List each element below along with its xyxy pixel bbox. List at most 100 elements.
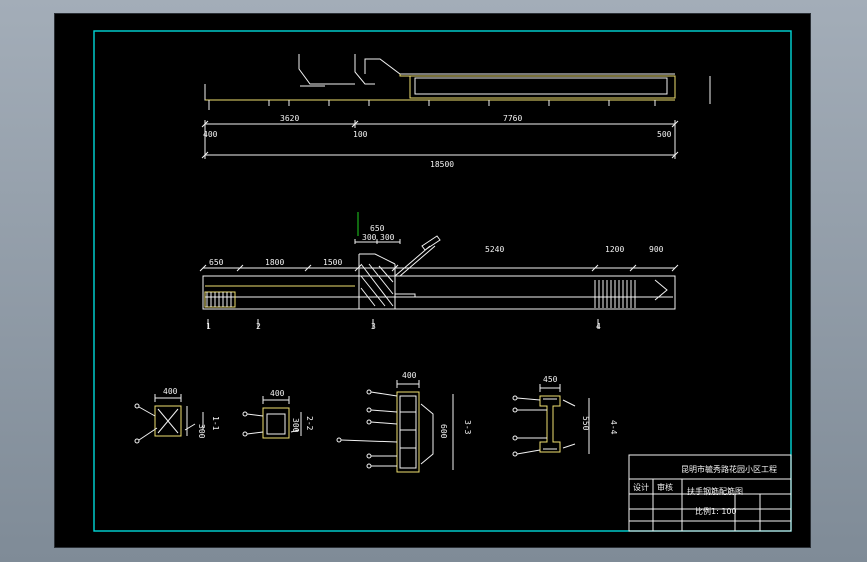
s3-ties bbox=[400, 411, 416, 449]
elev-dim-1800: 1800 bbox=[265, 258, 284, 267]
s4-bubble-4 bbox=[512, 451, 518, 457]
elev-dim-650b: 650 bbox=[370, 224, 385, 233]
s2-top-dim bbox=[262, 396, 290, 404]
tb-cols bbox=[652, 479, 761, 531]
s3-leaders bbox=[340, 391, 398, 467]
section-1-1 bbox=[134, 394, 204, 444]
s2-stirrup bbox=[266, 413, 286, 435]
elev-inclined bbox=[394, 245, 436, 277]
elev-cut-3: 3 bbox=[371, 322, 376, 331]
plan-mid-lines bbox=[300, 83, 355, 87]
title-block bbox=[628, 454, 792, 532]
tb-rows bbox=[629, 478, 791, 522]
elev-bar-end bbox=[421, 235, 441, 251]
s4-width: 450 bbox=[543, 375, 558, 384]
tb-design: 设计 bbox=[633, 482, 649, 492]
s1-top-dim bbox=[154, 394, 182, 402]
section-3-3 bbox=[336, 380, 454, 473]
elev-dim-650a: 650 bbox=[209, 258, 224, 267]
plan-dim-ext bbox=[204, 120, 676, 159]
elev-cut-1: 1 bbox=[206, 322, 211, 331]
s4-bubble-1 bbox=[512, 395, 518, 401]
elev-cut-marks bbox=[207, 319, 599, 329]
plan-mark-100: 100 bbox=[353, 130, 368, 139]
plan-hook-2 bbox=[354, 54, 375, 85]
plan-hook-1 bbox=[298, 54, 325, 85]
s3-bubble-6 bbox=[366, 463, 372, 469]
s3-bubble-3 bbox=[366, 419, 372, 425]
elev-right-stirrups bbox=[594, 280, 636, 308]
section-4-4 bbox=[512, 384, 590, 457]
tb-outline bbox=[628, 454, 792, 532]
elev-dim-1500: 1500 bbox=[323, 258, 342, 267]
s3-outline bbox=[396, 391, 420, 473]
plan-ticks bbox=[208, 100, 656, 110]
elev-left-block bbox=[204, 291, 236, 308]
s3-bubble-1 bbox=[366, 389, 372, 395]
s2-outline bbox=[262, 407, 290, 439]
s1-height: 300 bbox=[197, 424, 206, 439]
tb-scale: 比例1: 100 bbox=[695, 506, 737, 516]
elev-dim-1200: 1200 bbox=[605, 245, 624, 254]
s2-width: 400 bbox=[270, 389, 285, 398]
section-2-2 bbox=[242, 396, 302, 439]
plan-dim-ticks bbox=[201, 120, 679, 159]
plan-top-outline bbox=[364, 58, 675, 75]
elev-dim-900: 900 bbox=[649, 245, 664, 254]
s4-bars bbox=[543, 398, 557, 450]
s2-leaders bbox=[246, 413, 300, 435]
s4-bubble-2 bbox=[512, 407, 518, 413]
s2-mark: 2-2 bbox=[305, 416, 314, 431]
s3-right-lines bbox=[420, 403, 434, 465]
plan-dim-total: 18500 bbox=[430, 160, 454, 169]
s2-height: 300 bbox=[291, 418, 300, 433]
s3-stirrup bbox=[399, 395, 417, 469]
s3-top-dim bbox=[396, 380, 420, 388]
plan-dim-3620: 3620 bbox=[280, 114, 299, 123]
elev-left-hatch bbox=[206, 292, 232, 307]
tb-drawing-name: 扶手钢筋配筋图 bbox=[687, 486, 743, 496]
s1-bars bbox=[157, 408, 179, 434]
elev-pier-hatch bbox=[360, 263, 394, 307]
elev-dim-300a: 300 bbox=[362, 233, 377, 242]
elev-outline bbox=[202, 275, 676, 310]
elev-dim-5240: 5240 bbox=[485, 245, 504, 254]
plan-mark-500: 500 bbox=[657, 130, 672, 139]
s4-mark: 4-4 bbox=[609, 420, 618, 435]
s3-width: 400 bbox=[402, 371, 417, 380]
s3-bubble-2 bbox=[366, 407, 372, 413]
s4-outline bbox=[539, 395, 561, 453]
s4-right-leaders bbox=[562, 399, 576, 449]
tb-review: 审核 bbox=[657, 482, 673, 492]
elev-pier bbox=[358, 253, 396, 309]
elev-dim-300b: 300 bbox=[380, 233, 395, 242]
elev-right-arrow bbox=[654, 279, 668, 301]
s1-mark: 1-1 bbox=[211, 416, 220, 431]
plan-mark-400: 400 bbox=[203, 130, 218, 139]
tb-project: 昆明市毓秀路花园小区工程 bbox=[681, 464, 777, 474]
elev-cut-2: 2 bbox=[256, 322, 261, 331]
plan-dim-7760: 7760 bbox=[503, 114, 522, 123]
s3-mark: 3-3 bbox=[463, 420, 472, 435]
elevation-view bbox=[199, 212, 679, 329]
s2-bubble-1 bbox=[242, 411, 248, 417]
elev-top-dims bbox=[354, 239, 401, 244]
s1-bubble-1 bbox=[134, 403, 140, 409]
s4-leaders bbox=[516, 397, 547, 455]
elev-dim-ticks bbox=[199, 264, 679, 272]
s1-outline bbox=[154, 405, 182, 437]
drawing-sheet[interactable]: 3620 7760 400 100 500 18500 bbox=[55, 14, 810, 547]
plan-beam-outline bbox=[399, 74, 676, 99]
s3-bubble-5 bbox=[366, 453, 372, 459]
elev-step bbox=[395, 293, 416, 297]
s1-bubble-2 bbox=[134, 438, 140, 444]
s1-width: 400 bbox=[163, 387, 178, 396]
s2-bubble-2 bbox=[242, 431, 248, 437]
s4-bubble-3 bbox=[512, 435, 518, 441]
drawing-canvas: 3620 7760 400 100 500 18500 bbox=[93, 30, 792, 532]
elev-cut-4: 4 bbox=[596, 322, 601, 331]
plan-beam-inner bbox=[414, 77, 668, 95]
s4-top-dim bbox=[539, 384, 561, 392]
s3-bubble-4 bbox=[336, 437, 342, 443]
